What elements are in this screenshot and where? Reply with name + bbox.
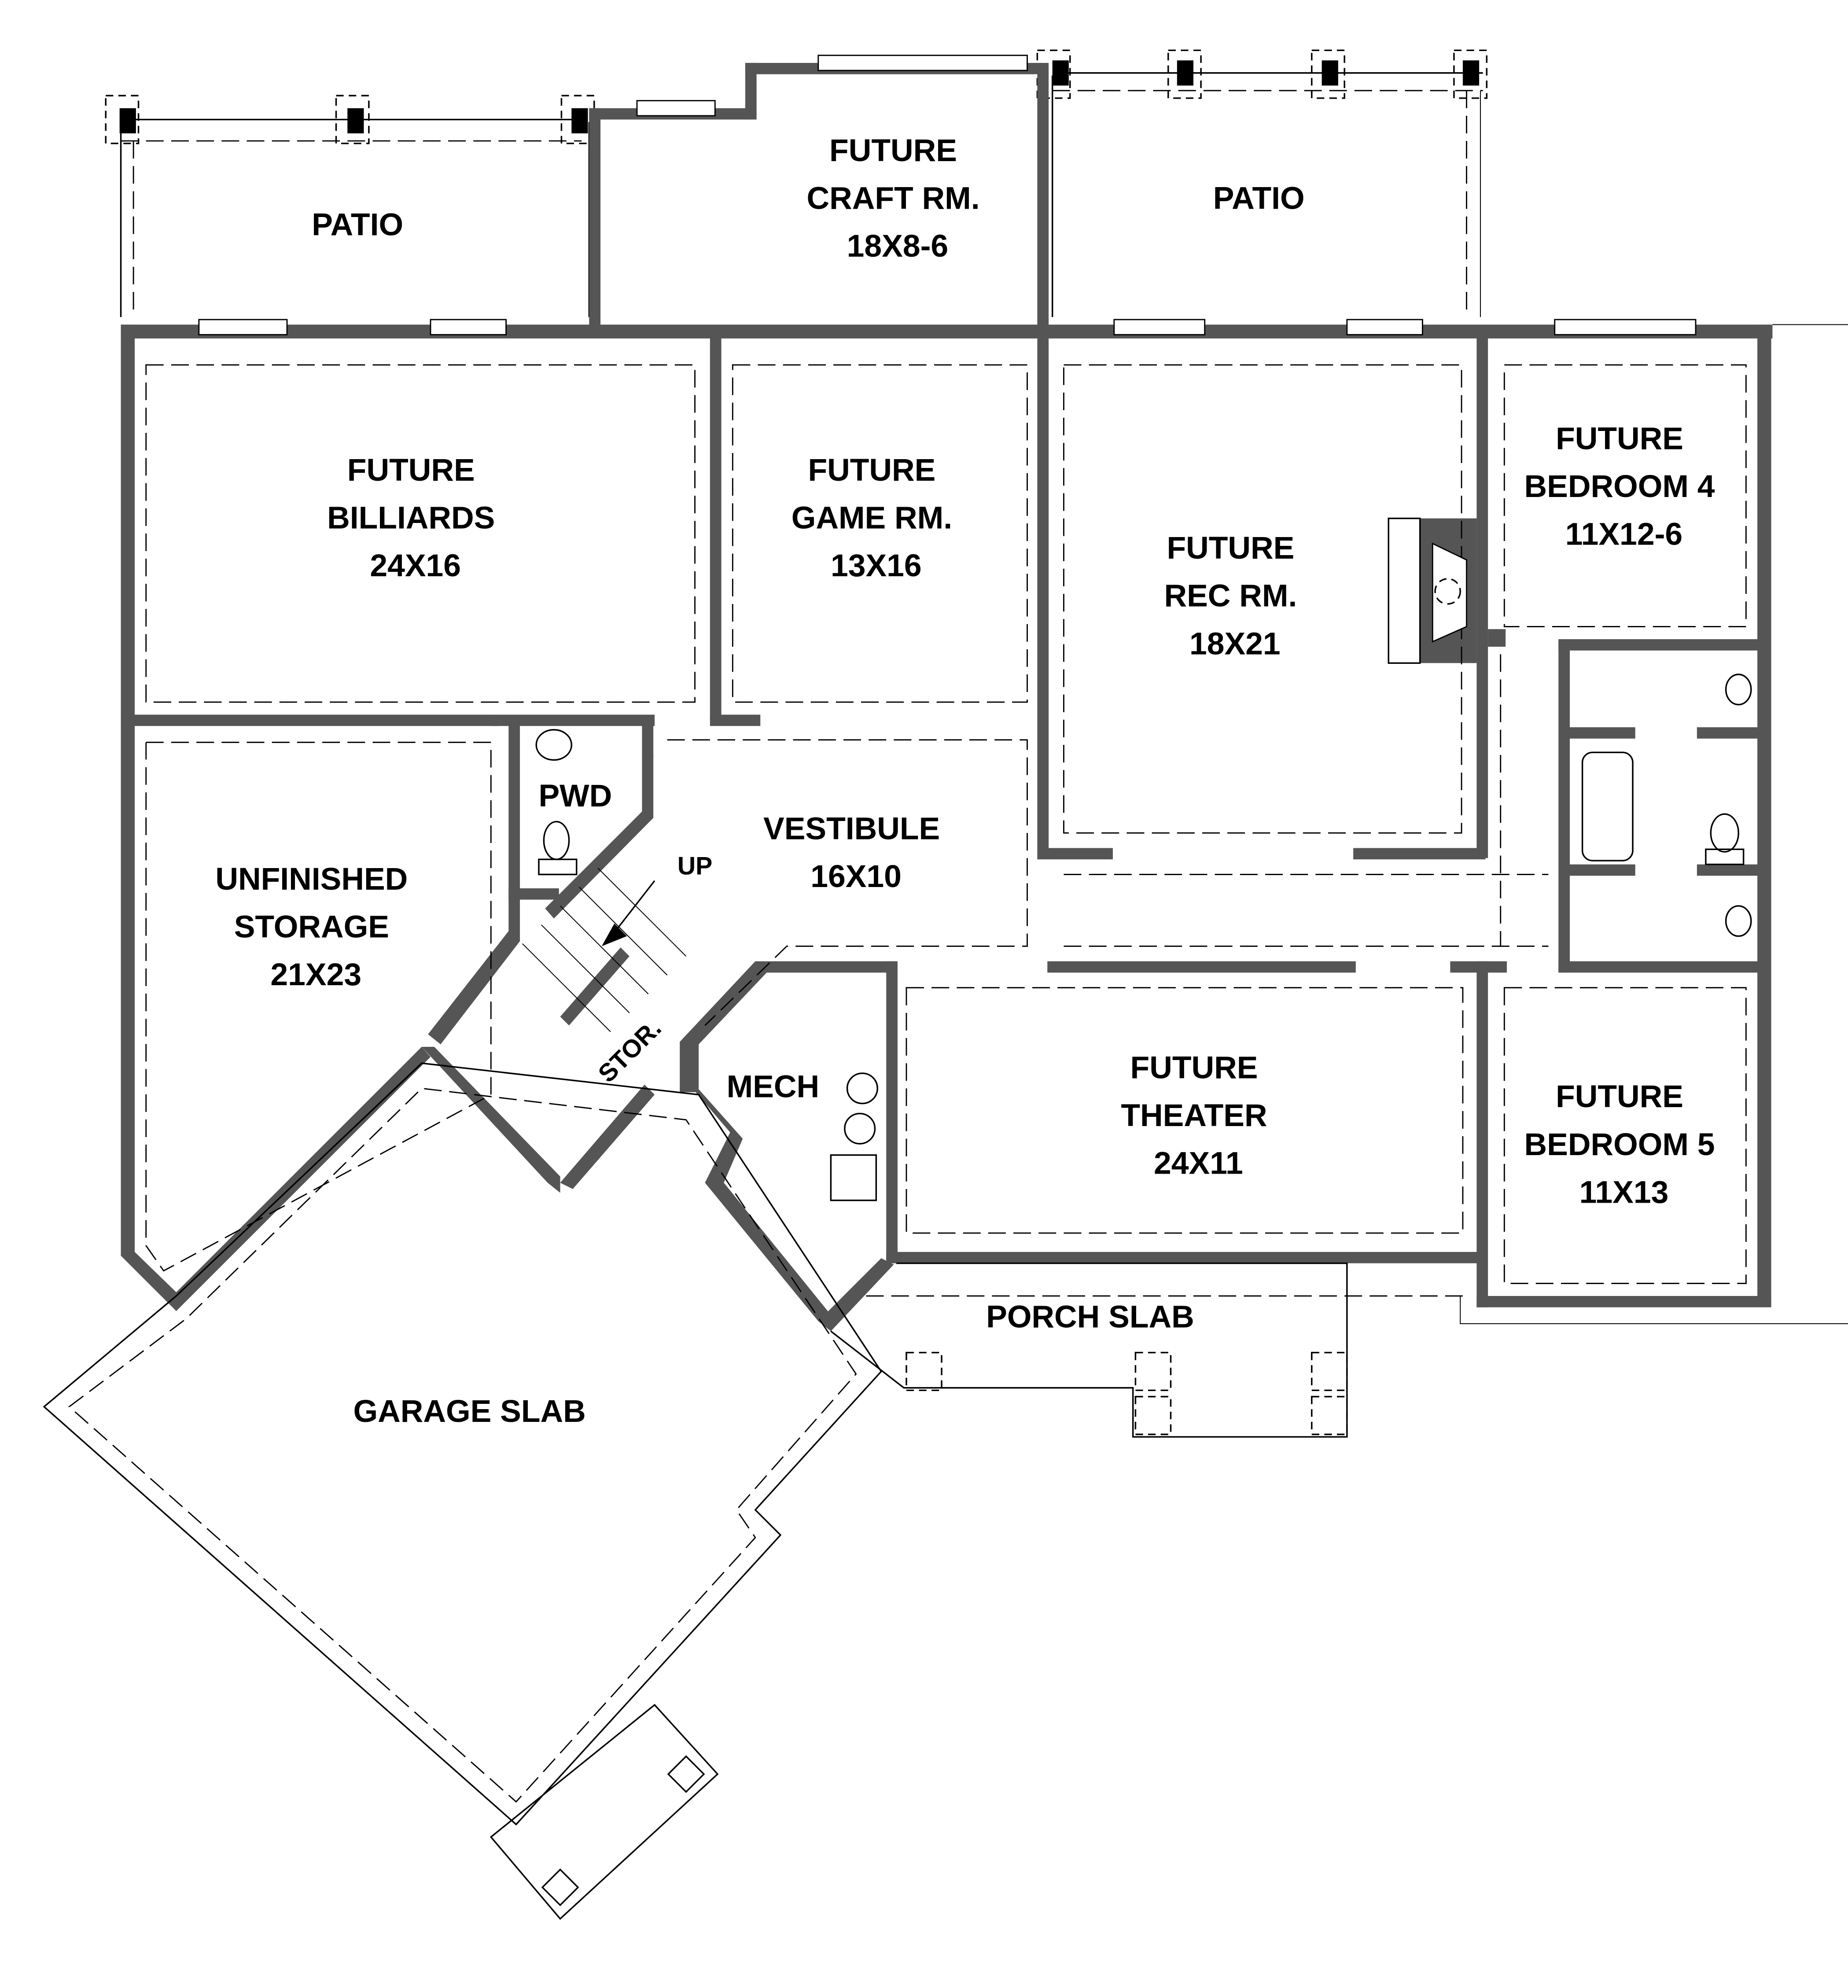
garage-slab-outline: [43, 1062, 882, 1920]
room-labels: PATIO FUTURE CRAFT RM. 18X8-6 PATIO FUTU…: [215, 133, 1724, 1429]
stairs: [522, 868, 687, 1032]
label-patio-right: PATIO: [1213, 180, 1305, 216]
label-patio-left: PATIO: [312, 207, 403, 243]
mech-equipment: [830, 1072, 878, 1201]
label-billiards: FUTURE BILLIARDS 24X16: [327, 453, 504, 583]
fireplace: [1388, 517, 1467, 664]
bath-fixtures: [535, 674, 1752, 937]
label-bedroom-4: FUTURE BEDROOM 4 11X12-6: [1524, 421, 1724, 552]
label-unfinished-storage: UNFINISHED STORAGE 21X23: [215, 861, 416, 992]
arrow-head-icon: [601, 923, 627, 946]
label-bedroom-5: FUTURE BEDROOM 5 11X13: [1524, 1079, 1724, 1210]
patio-left-outline: [105, 95, 595, 317]
label-vestibule: VESTIBULE 16X10: [763, 811, 949, 894]
label-powder-room: PWD: [538, 778, 612, 814]
windows: [198, 55, 1697, 335]
label-porch-slab: PORCH SLAB: [986, 1299, 1194, 1334]
patio-right-outline: [1036, 49, 1487, 317]
label-stair-up: UP: [677, 852, 712, 880]
label-rec-room: FUTURE REC RM. 18X21: [1164, 530, 1306, 661]
label-theater: FUTURE THEATER 24X11: [1121, 1050, 1276, 1181]
label-garage-slab: GARAGE SLAB: [353, 1394, 586, 1429]
label-craft-room: FUTURE CRAFT RM. 18X8-6: [806, 133, 988, 264]
porch-slab-outline: [830, 324, 1848, 1438]
label-game-room: FUTURE GAME RM. 13X16: [791, 453, 961, 583]
label-mechanical: MECH: [727, 1069, 819, 1104]
